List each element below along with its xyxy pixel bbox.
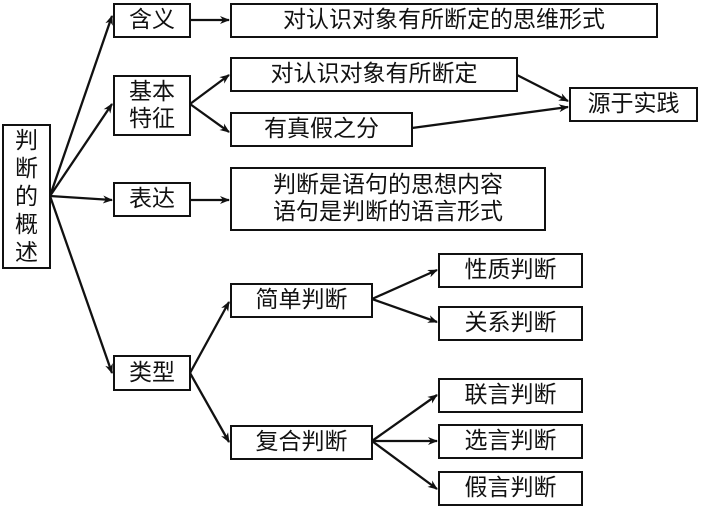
- expression-detail-line: 判断是语句的思想内容: [273, 172, 503, 198]
- meaning-node: 含义: [113, 3, 191, 38]
- source-node: 源于实践: [569, 87, 698, 122]
- conjunctive-judgment-label: 联言判断: [464, 382, 557, 408]
- root-char: 述: [15, 239, 38, 266]
- types-label: 类型: [129, 359, 175, 386]
- property-judgment-label: 性质判断: [464, 257, 557, 283]
- conjunctive-judgment-node: 联言判断: [438, 378, 583, 413]
- compound-judgment-label: 复合判断: [255, 429, 348, 455]
- root-char: 概: [15, 211, 38, 238]
- features-label-line: 基本: [129, 78, 175, 105]
- arrow-compound-to-hypothetical: [371, 440, 438, 490]
- arrow-features-to-item1: [189, 74, 230, 105]
- arrow-root-to-types: [48, 195, 114, 374]
- property-judgment-node: 性质判断: [438, 253, 583, 288]
- feature-item-assertion: 对认识对象有所断定: [230, 57, 518, 92]
- arrow-item2-to-source: [411, 104, 569, 130]
- arrow-compound-to-conjunctive: [371, 394, 438, 442]
- arrow-root-to-features: [49, 103, 113, 197]
- arrow-types-to-simple: [188, 301, 231, 374]
- arrow-root-to-meaning: [48, 15, 114, 197]
- features-node: 基本 特征: [113, 75, 191, 136]
- relation-judgment-label: 关系判断: [464, 310, 557, 336]
- hypothetical-judgment-node: 假言判断: [438, 471, 583, 506]
- disjunctive-judgment-label: 选言判断: [464, 428, 557, 454]
- disjunctive-judgment-node: 选言判断: [438, 424, 583, 459]
- simple-judgment-node: 简单判断: [230, 283, 373, 318]
- root-char: 的: [15, 183, 38, 210]
- arrow-types-to-compound: [188, 372, 231, 443]
- root-node: 判 断 的 概 述: [2, 124, 51, 269]
- types-node: 类型: [113, 355, 191, 391]
- source-label: 源于实践: [587, 91, 680, 117]
- expression-detail-node: 判断是语句的思想内容 语句是判断的语言形式: [230, 167, 546, 231]
- features-label-line: 特征: [129, 105, 175, 132]
- arrow-item1-to-source: [516, 73, 569, 103]
- feature-item-label: 对认识对象有所断定: [270, 61, 478, 87]
- compound-judgment-node: 复合判断: [230, 425, 373, 460]
- expression-label: 表达: [129, 186, 175, 212]
- root-char: 断: [15, 155, 38, 182]
- meaning-label: 含义: [129, 7, 175, 33]
- arrow-root-to-expression: [49, 194, 113, 204]
- feature-item-truth-value: 有真假之分: [230, 112, 413, 147]
- feature-item-label: 有真假之分: [264, 116, 379, 142]
- meaning-detail-node: 对认识对象有所断定的思维形式: [230, 3, 658, 38]
- root-char: 判: [15, 127, 38, 154]
- arrow-simple-to-property: [371, 268, 438, 301]
- simple-judgment-label: 简单判断: [255, 287, 348, 313]
- arrow-features-to-item2: [189, 103, 230, 133]
- meaning-detail: 对认识对象有所断定的思维形式: [283, 7, 605, 33]
- hypothetical-judgment-label: 假言判断: [464, 475, 557, 501]
- expression-node: 表达: [113, 182, 191, 217]
- expression-detail-line: 语句是判断的语言形式: [273, 199, 503, 225]
- arrow-simple-to-relation: [371, 297, 438, 324]
- relation-judgment-node: 关系判断: [438, 306, 583, 341]
